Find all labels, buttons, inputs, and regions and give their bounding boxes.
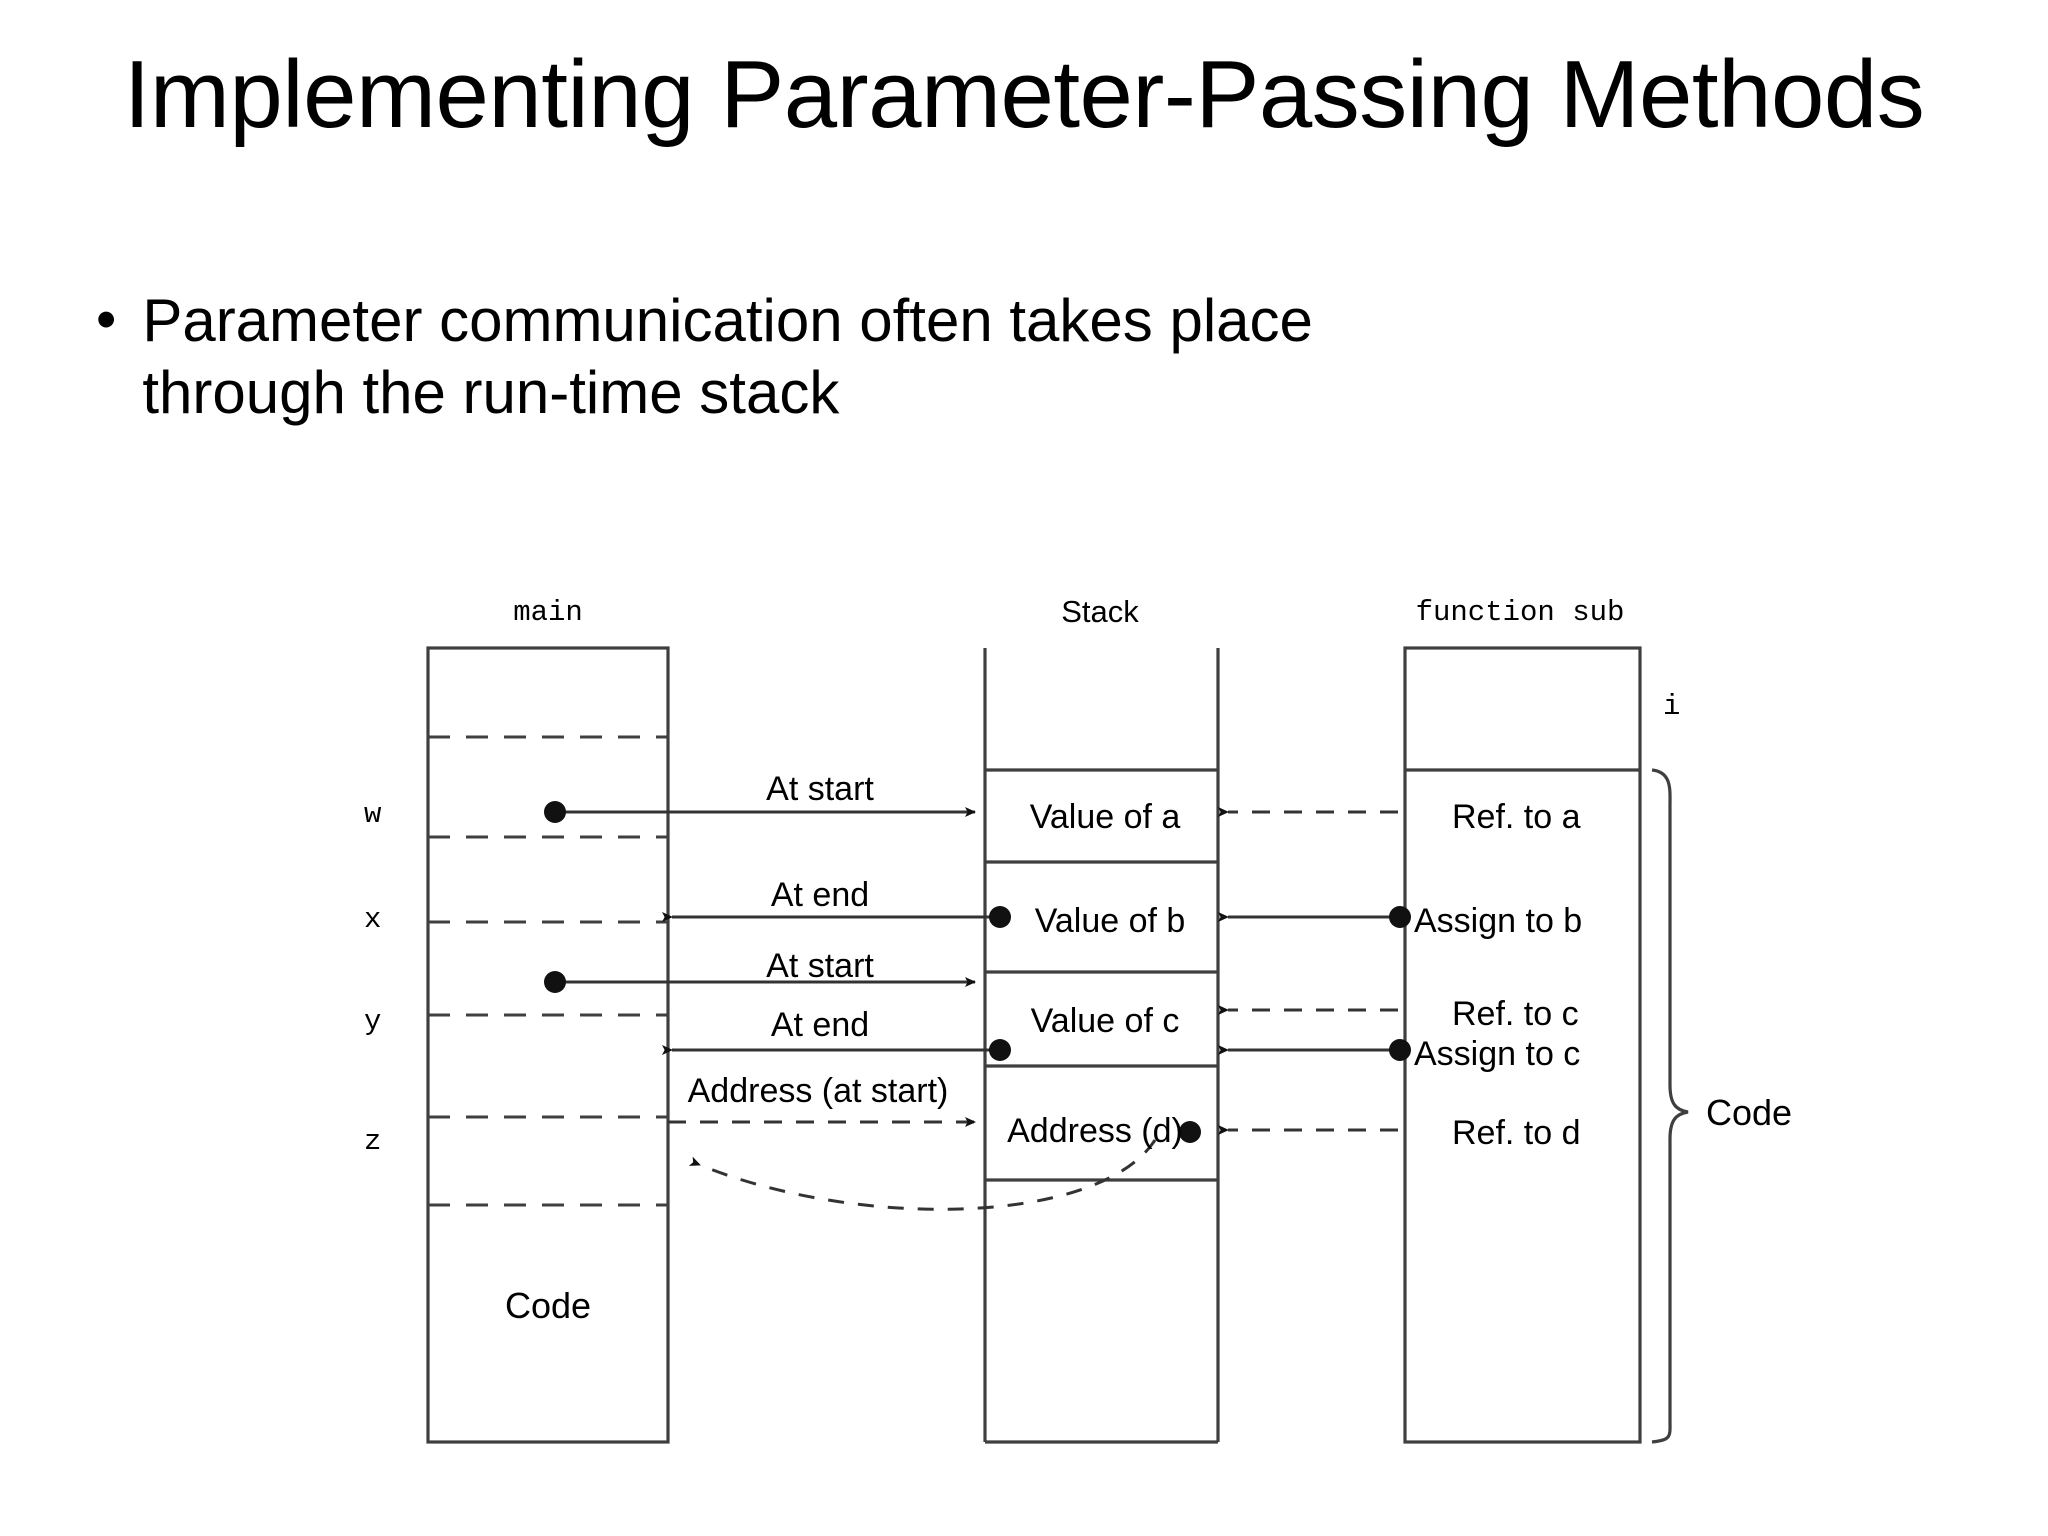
column-header-main: main [513, 596, 583, 629]
main-column-box [426, 646, 670, 1444]
stack-cell-value-of-a: Value of a [1029, 798, 1181, 836]
bullet-list-item: • Parameter communication often takes pl… [96, 285, 1516, 429]
main-variable-z: z [364, 1125, 382, 1158]
sub-item-ref-to-a: Ref. to a [1452, 798, 1581, 836]
sub-local-variable-i: i [1663, 690, 1681, 723]
dot-w [544, 801, 566, 823]
column-header-function-sub: function sub [1415, 596, 1625, 629]
column-header-stack: Stack [1061, 594, 1139, 629]
dot-assign-c [1389, 1039, 1411, 1061]
sub-item-ref-to-d: Ref. to d [1452, 1114, 1581, 1152]
sub-item-ref-to-c: Ref. to c [1452, 995, 1579, 1033]
main-variable-x: x [364, 903, 382, 936]
edge-label-y-at-start: At start [766, 947, 874, 985]
edge-label-w-at-start: At start [766, 770, 874, 808]
stack-cell-value-of-c: Value of c [1030, 1002, 1180, 1040]
main-variable-w: w [364, 798, 382, 831]
page-title-text: Implementing Parameter-Passing Methods [123, 41, 1925, 148]
bullet-marker-icon: • [96, 287, 117, 352]
sub-column-box [1403, 646, 1642, 1444]
sub-item-assign-to-c: Assign to c [1414, 1035, 1581, 1073]
main-code-label: Code [504, 1285, 592, 1326]
edge-label-address-at-start: Address (at start) [687, 1072, 949, 1110]
edge-label-y-at-end: At end [770, 1006, 870, 1044]
arrow-address-back-curve [688, 1139, 1157, 1211]
dot-address-d [1179, 1121, 1201, 1143]
page-title: Implementing Parameter-Passing Methods [0, 38, 2048, 151]
dot-value-c [989, 1039, 1011, 1061]
sub-item-assign-to-b: Assign to b [1414, 902, 1583, 940]
sub-code-brace-label: Code [1706, 1092, 1793, 1133]
edge-label-x-at-end: At end [770, 876, 870, 914]
dot-value-b [989, 906, 1011, 928]
dot-y [544, 971, 566, 993]
code-brace-icon [1651, 768, 1689, 1444]
main-variable-y: y [364, 1005, 382, 1038]
stack-cell-value-of-b: Value of b [1034, 902, 1186, 940]
dot-assign-b [1389, 906, 1411, 928]
stack-cell-address-d: Address (d) [1007, 1112, 1183, 1150]
bullet-text: Parameter communication often takes plac… [142, 287, 1313, 426]
